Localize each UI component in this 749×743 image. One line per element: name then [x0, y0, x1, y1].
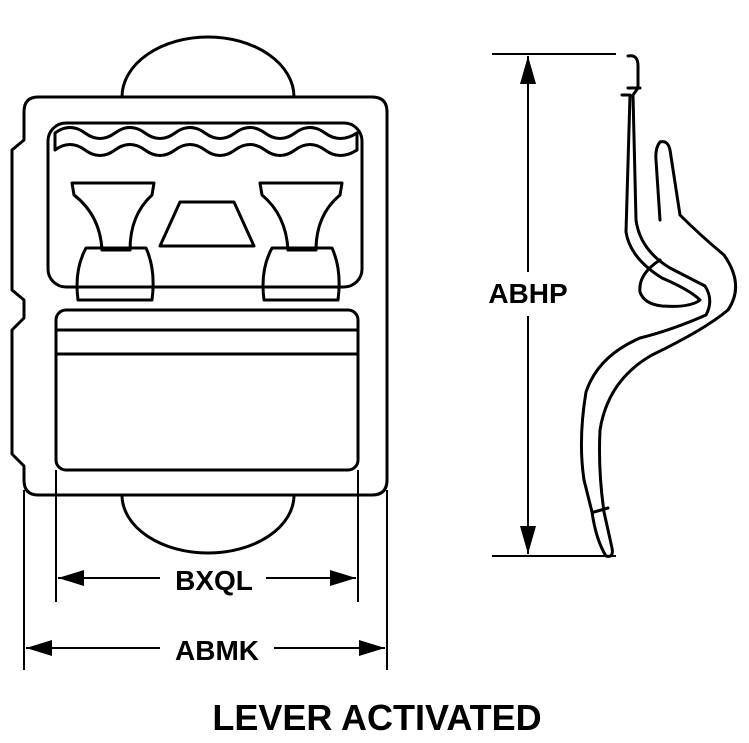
lever-fold [620, 93, 702, 308]
front-view [10, 35, 389, 555]
arrowheads [26, 56, 536, 656]
right-cam-foot [261, 246, 341, 302]
arrowhead [330, 570, 356, 586]
inner-window [46, 121, 364, 289]
lever-tip-line [592, 506, 610, 514]
figure-caption: LEVER ACTIVATED [212, 697, 541, 738]
arrowhead [520, 56, 536, 84]
left-cam-foot [75, 246, 155, 302]
arrowhead [359, 640, 385, 656]
arrowhead [520, 526, 536, 554]
arrowhead [26, 640, 52, 656]
top-roller [120, 35, 296, 99]
abhp-label: ABHP [488, 278, 567, 309]
abmk-label: ABMK [175, 635, 259, 666]
teeth-bar [53, 126, 359, 157]
arrowhead [58, 570, 84, 586]
buckle-frame [10, 95, 389, 497]
lever-plate [54, 308, 360, 472]
right-cam-post [258, 181, 344, 252]
bxql-label: BXQL [175, 565, 253, 596]
bottom-roller [120, 493, 296, 555]
center-block [158, 200, 256, 248]
left-cam-post [70, 181, 156, 252]
side-view [579, 54, 737, 558]
